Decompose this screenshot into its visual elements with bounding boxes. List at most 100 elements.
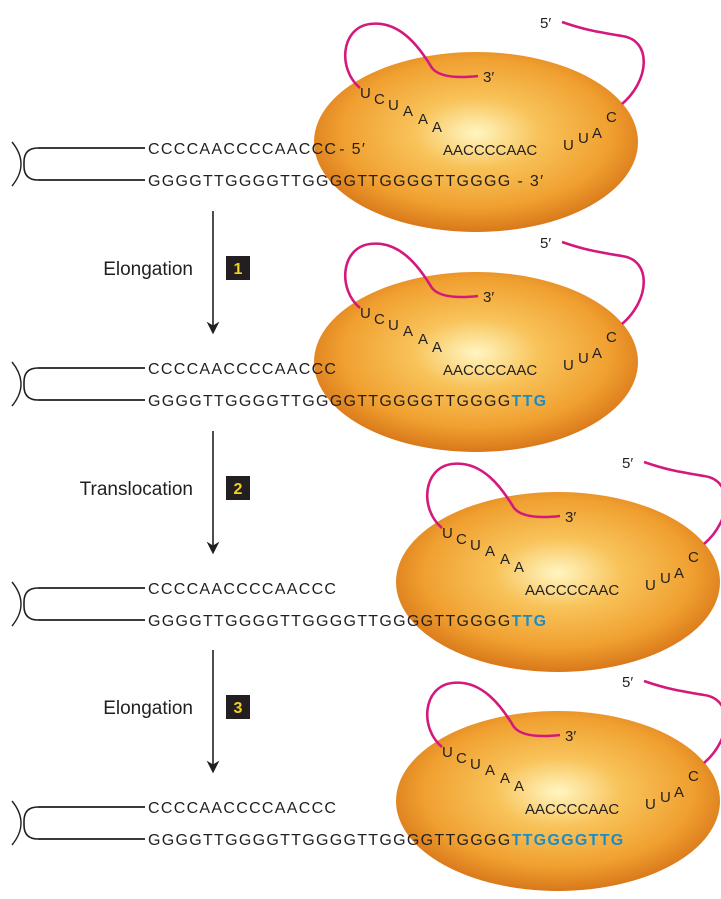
- rna-template-base: U: [563, 137, 574, 154]
- top-strand-sequence: CCCCAACCCCAACCC: [148, 361, 337, 378]
- rna-3prime-label: 3′: [483, 69, 494, 86]
- rna-template-base: A: [432, 119, 442, 136]
- step-number: 1: [234, 261, 243, 278]
- panel-2: CCCCAACCCCAACCC GGGGTTGGGGTTGGGGTTGGGGTTG…: [11, 235, 645, 452]
- telomerase-enzyme: [314, 272, 638, 452]
- dna-duplex-bracket: [23, 147, 145, 181]
- rna-template-base: A: [674, 565, 684, 582]
- step-number: 2: [234, 481, 243, 498]
- rna-5prime-loop: [561, 240, 645, 325]
- rna-template-base: U: [470, 537, 481, 554]
- telomerase-enzyme: [396, 492, 720, 672]
- bottom-strand-sequence: GGGGTTGGGGTTGGGGTTGGGGTTGGGGTTG: [148, 613, 547, 630]
- rna-5prime-label: 5′: [540, 15, 551, 32]
- rna-5prime-label: 5′: [622, 674, 633, 691]
- rna-template-base: U: [578, 130, 589, 147]
- rna-template-base: AACCCCAAC: [443, 362, 537, 379]
- rna-template-base: A: [403, 323, 413, 340]
- newly-synthesized-dna: TTG: [512, 613, 548, 630]
- top-strand-sequence: CCCCAACCCCAACCC: [148, 800, 337, 817]
- rna-5prime-loop: [643, 460, 721, 545]
- rna-3prime-label: 3′: [565, 728, 576, 745]
- rna-template-base: U: [660, 570, 671, 587]
- rna-template-base: U: [645, 577, 656, 594]
- rna-3prime-loop: [425, 462, 561, 530]
- rna-template-base: AACCCCAAC: [525, 582, 619, 599]
- rna-template-base: C: [606, 109, 617, 126]
- step-2: Translocation 2: [80, 431, 250, 555]
- rna-template-base: A: [592, 125, 602, 142]
- rna-template-base: C: [456, 531, 467, 548]
- dna-break-mark: [11, 800, 22, 846]
- rna-template-base: A: [674, 784, 684, 801]
- rna-template-base: U: [388, 97, 399, 114]
- bottom-strand-sequence: GGGGTTGGGGTTGGGGTTGGGGTTGGGG- 3′: [148, 173, 544, 190]
- dna-break-mark: [11, 581, 22, 627]
- rna-3prime-loop: [343, 22, 479, 90]
- step-label: Elongation: [103, 259, 193, 280]
- rna-template-base: C: [688, 768, 699, 785]
- newly-synthesized-dna: TTG: [512, 393, 548, 410]
- rna-template-base: A: [514, 778, 524, 795]
- rna-template-base: A: [403, 103, 413, 120]
- panel-4: CCCCAACCCCAACCC GGGGTTGGGGTTGGGGTTGGGGTTG…: [11, 674, 721, 891]
- rna-3prime-label: 3′: [565, 509, 576, 526]
- rna-template-base: A: [500, 551, 510, 568]
- panel-1: CCCCAACCCCAACCC- 5′ GGGGTTGGGGTTGGGGTTGGG…: [11, 15, 645, 232]
- step-number-box: [226, 695, 250, 719]
- rna-template-base: C: [606, 329, 617, 346]
- rna-template-base: AACCCCAAC: [443, 142, 537, 159]
- dna-break-mark: [11, 141, 22, 187]
- step-number: 3: [234, 700, 243, 717]
- panel-3: CCCCAACCCCAACCC GGGGTTGGGGTTGGGGTTGGGGTTG…: [11, 455, 721, 672]
- rna-template-base: U: [645, 796, 656, 813]
- rna-template-base: A: [485, 762, 495, 779]
- step-number-box: [226, 476, 250, 500]
- dna-duplex-bracket: [23, 367, 145, 401]
- top-strand-sequence: CCCCAACCCCAACCC: [148, 581, 337, 598]
- telomerase-enzyme: [314, 52, 638, 232]
- dna-duplex-bracket: [23, 806, 145, 840]
- step-number-box: [226, 256, 250, 280]
- telomerase-enzyme: [396, 711, 720, 891]
- rna-template-base: U: [442, 525, 453, 542]
- rna-template-base: A: [514, 559, 524, 576]
- top-strand-sequence: CCCCAACCCCAACCC- 5′: [148, 141, 366, 158]
- rna-3prime-label: 3′: [483, 289, 494, 306]
- rna-template-base: A: [418, 331, 428, 348]
- bottom-strand-sequence: GGGGTTGGGGTTGGGGTTGGGGTTGGGGTTG: [148, 393, 547, 410]
- rna-template-base: C: [374, 311, 385, 328]
- rna-template-base: U: [442, 744, 453, 761]
- rna-template-base: U: [470, 756, 481, 773]
- step-1: Elongation 1: [103, 211, 250, 335]
- rna-template-base: C: [456, 750, 467, 767]
- rna-template-base: C: [688, 549, 699, 566]
- step-label: Elongation: [103, 698, 193, 719]
- rna-template-base: A: [485, 543, 495, 560]
- rna-template-base: C: [374, 91, 385, 108]
- rna-template-base: AACCCCAAC: [525, 801, 619, 818]
- rna-template-base: U: [360, 305, 371, 322]
- rna-template-base: U: [578, 350, 589, 367]
- rna-template-base: A: [418, 111, 428, 128]
- step-label: Translocation: [80, 479, 193, 500]
- rna-template-base: U: [360, 85, 371, 102]
- rna-5prime-label: 5′: [622, 455, 633, 472]
- bottom-strand-sequence: GGGGTTGGGGTTGGGGTTGGGGTTGGGGTTGGGGTTG: [148, 832, 625, 849]
- rna-5prime-loop: [643, 679, 721, 764]
- step-3: Elongation 3: [103, 650, 250, 774]
- rna-template-base: U: [563, 357, 574, 374]
- rna-5prime-loop: [561, 20, 645, 105]
- rna-5prime-label: 5′: [540, 235, 551, 252]
- rna-3prime-loop: [425, 681, 561, 749]
- newly-synthesized-dna: TTGGGGTTG: [512, 832, 625, 849]
- rna-template-base: A: [432, 339, 442, 356]
- dna-duplex-bracket: [23, 587, 145, 621]
- dna-break-mark: [11, 361, 22, 407]
- rna-template-base: U: [660, 789, 671, 806]
- rna-template-base: A: [592, 345, 602, 362]
- rna-template-base: A: [500, 770, 510, 787]
- rna-template-base: U: [388, 317, 399, 334]
- rna-3prime-loop: [343, 242, 479, 310]
